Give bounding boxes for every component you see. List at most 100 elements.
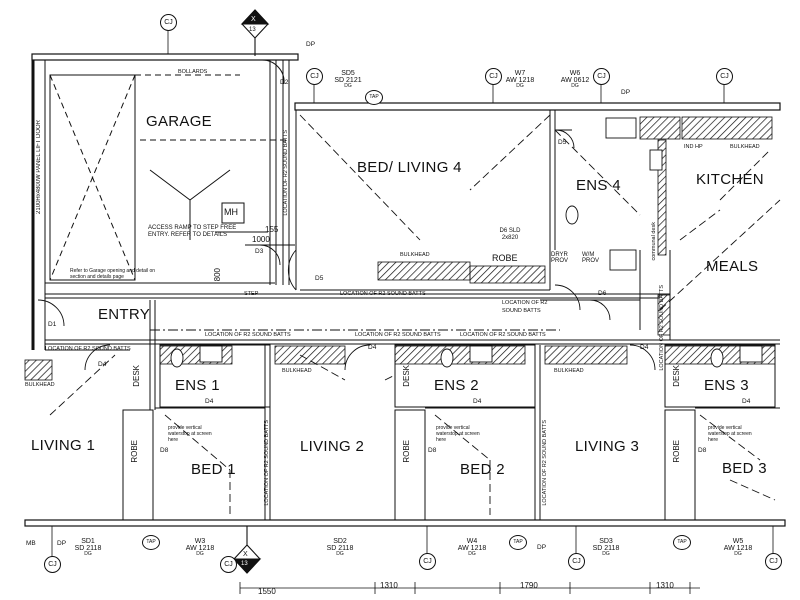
note-bollards: BOLLARDS: [178, 69, 208, 75]
control-joint-marker: CJ: [765, 553, 782, 570]
dimension-1310-a: 1310: [380, 581, 398, 590]
door-tag-d8b: D8: [428, 447, 437, 454]
room-label-living-3: LIVING 3: [575, 438, 640, 455]
note-bulkhead-4: BULKHEAD: [730, 144, 760, 150]
note-communal-desk: communal desk: [651, 222, 657, 261]
tap-marker: TAP: [365, 90, 383, 105]
control-joint-marker: CJ: [716, 68, 733, 85]
room-label-garage: GARAGE: [146, 113, 212, 130]
mh-label: MH: [224, 207, 238, 217]
note-bulkhead-1: BULKHEAD: [400, 252, 430, 258]
desk-label-1: DESK: [132, 365, 141, 387]
downpipe-tag-2: DP: [621, 89, 631, 96]
section-marker-bottom-letter: X: [243, 551, 248, 558]
dimension-1550: 1550: [258, 587, 276, 596]
room-label-ens-2: ENS 2: [434, 377, 479, 394]
door-tag-d5b: D5: [558, 139, 567, 146]
living-diagonals: [49, 354, 776, 515]
door-swings: [37, 129, 656, 371]
note-panel-lift-door: 2100Hx4800W PANEL LIFT DOOR: [36, 120, 42, 214]
downpipe-tag-3: DP: [57, 540, 67, 547]
note-bulkhead-2: BULKHEAD: [282, 368, 312, 374]
tap-marker: TAP: [509, 535, 527, 550]
door-tag-d4a: D4: [98, 361, 107, 368]
note-location-batts-4: LOCATION OF R2 SOUND BATTS: [460, 332, 546, 338]
room-label-bed-3: BED 3: [722, 460, 767, 477]
robe-label-4: ROBE: [492, 253, 518, 263]
door-tag-d4e: D4: [640, 344, 649, 351]
section-marker-top-number: 13: [249, 27, 256, 33]
door-tag-d4c: D4: [368, 344, 377, 351]
note-garage-opening: Refer to Garage opening and detail on se…: [70, 268, 156, 280]
dimension-155: 155: [265, 225, 279, 234]
hatched-joinery: [24, 116, 776, 381]
robe-label-2: ROBE: [402, 440, 411, 463]
door-tag-d2: D2: [280, 79, 289, 86]
corridor-walls: [45, 110, 780, 410]
note-waterstop-1: provide vertical waterstop at screen her…: [168, 425, 212, 443]
dimension-1790: 1790: [520, 581, 538, 590]
control-joint-marker: CJ: [419, 553, 436, 570]
control-joint-marker: CJ: [568, 553, 585, 570]
room-label-ens-3: ENS 3: [704, 377, 749, 394]
section-marker-top-letter: X: [251, 16, 256, 23]
ensuite-walls: [45, 344, 780, 521]
note-d6-sld: D6 SLD 2x820: [499, 228, 521, 242]
room-label-ens-4: ENS 4: [576, 177, 621, 194]
room-label-bed-living-4: BED/ LIVING 4: [357, 159, 462, 176]
dryr-prov-label: DRYR PROV: [551, 252, 569, 264]
room-label-ens-1: ENS 1: [175, 377, 220, 394]
room-label-bed-2: BED 2: [460, 461, 505, 478]
note-location-batts-garage: LOCATION OF R2 SOUND BATTS: [283, 130, 289, 216]
room-label-living-1: LIVING 1: [31, 437, 96, 454]
note-location-batts-v2: LOCATION OF R2 SOUND BATTS: [264, 420, 270, 506]
control-joint-marker: CJ: [306, 68, 323, 85]
tap-marker: TAP: [142, 535, 160, 550]
note-location-batts-5: LOCATION OF R2 SOUND BATTS: [45, 346, 131, 352]
section-marker-bottom-number: 13: [241, 561, 248, 567]
tap-marker: TAP: [673, 535, 691, 550]
room-label-meals: MEALS: [706, 258, 759, 275]
dimension-1310-b: 1310: [656, 581, 674, 590]
downpipe-tag-4: DP: [537, 544, 547, 551]
door-tag-d4b: D4: [205, 398, 214, 405]
note-bulkhead-5: BULKHEAD: [25, 382, 55, 388]
note-location-batts-v4: LOCATION OF R2 SOUND BATTS: [659, 285, 665, 371]
note-location-batts-2: LOCATION OF R2 SOUND BATTS: [205, 332, 291, 338]
note-location-batts-1: LOCATION OF R2 SOUND BATTS: [340, 291, 426, 297]
cj-leaders: [51, 30, 774, 557]
robe-label-3: ROBE: [672, 440, 681, 463]
section-markers: [232, 9, 270, 574]
note-location-batts-3: LOCATION OF R2 SOUND BATTS: [355, 332, 441, 338]
sanitary-fixtures: [170, 117, 763, 368]
void-diagonals: [299, 114, 781, 311]
room-label-living-2: LIVING 2: [300, 438, 365, 455]
door-tag-d4d: D4: [473, 398, 482, 405]
room-label-kitchen: KITCHEN: [696, 171, 764, 188]
desk-label-2: DESK: [402, 365, 411, 387]
control-joint-marker: CJ: [44, 556, 61, 573]
note-bulkhead-3: BULKHEAD: [554, 368, 584, 374]
door-tag-d8c: D8: [698, 447, 707, 454]
meter-box-tag: MB: [26, 540, 36, 547]
note-location-batts-6: LOCATION OF R2 SOUND BATTS: [502, 300, 548, 314]
robe-label-1: ROBE: [130, 440, 139, 463]
dimension-lines: [239, 582, 700, 594]
garage-lines: [45, 59, 295, 285]
control-joint-marker: CJ: [220, 556, 237, 573]
note-access-ramp: ACCESS RAMP TO STEP FREE ENTRY. REFER TO…: [148, 225, 237, 239]
door-tag-d3: D3: [255, 248, 264, 255]
note-waterstop-3: provide vertical waterstop at screen her…: [708, 425, 752, 443]
control-joint-marker: CJ: [160, 14, 177, 31]
door-tag-d8a: D8: [160, 447, 169, 454]
door-tag-d1: D1: [48, 321, 57, 328]
